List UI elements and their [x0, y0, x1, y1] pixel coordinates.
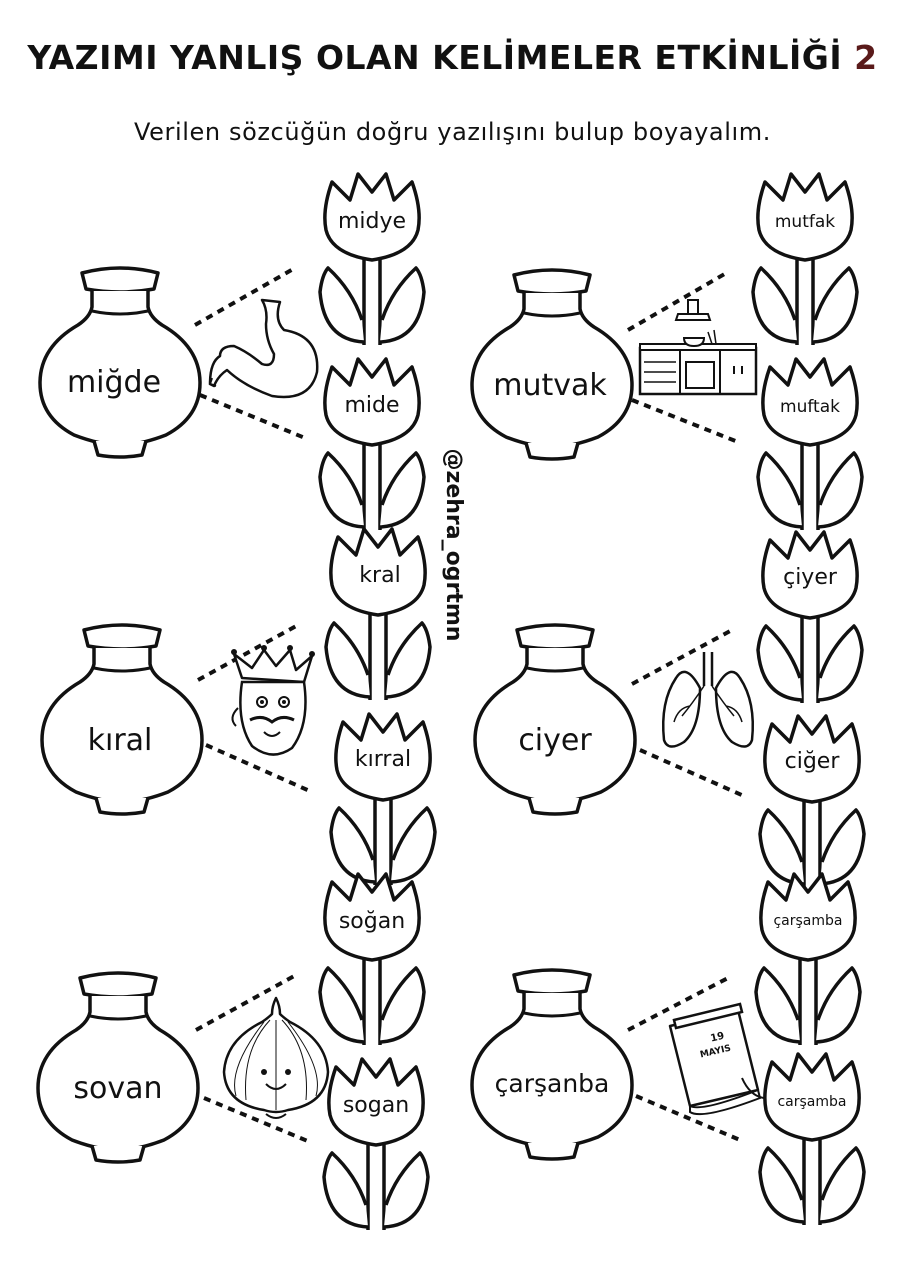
title-number: 2 — [854, 38, 878, 77]
vase-word: mutvak — [493, 368, 607, 403]
vase — [473, 623, 637, 816]
tulip-option[interactable] — [758, 1052, 866, 1227]
title-text: YAZIMI YANLIŞ OLAN KELİMELER ETKİNLİĞİ — [27, 38, 843, 77]
exercise-3: kıral kral kırral — [40, 527, 437, 887]
vase — [40, 623, 204, 816]
vase — [470, 268, 634, 461]
option-word: soğan — [339, 909, 405, 934]
exercise-2: mutvak mutfak muftak — [470, 172, 864, 532]
king-icon — [231, 645, 315, 756]
tulip-option[interactable] — [756, 530, 864, 705]
option-word: mide — [344, 393, 399, 418]
dashed-line — [197, 623, 299, 682]
dashed-line — [199, 393, 306, 440]
vase — [38, 266, 202, 459]
option-word: carşamba — [777, 1094, 846, 1110]
option-word: kırral — [355, 747, 411, 772]
kitchen-icon — [638, 299, 758, 396]
page-title: YAZIMI YANLIŞ OLAN KELİMELER ETKİNLİĞİ 2 — [0, 38, 905, 77]
exercise-6: çarşanba 19 MAYIS çarşamba carşamba — [470, 872, 866, 1227]
option-word: kral — [359, 563, 400, 588]
dashed-line — [631, 628, 733, 686]
vase — [36, 971, 200, 1164]
dashed-line — [639, 748, 745, 798]
tulip-option[interactable] — [318, 872, 426, 1047]
option-word: midye — [338, 209, 406, 234]
calendar-icon: 19 MAYIS — [668, 1002, 765, 1116]
tulip-option[interactable] — [756, 357, 864, 532]
instruction-text: Verilen sözcüğün doğru yazılışını bulup … — [134, 118, 771, 146]
tulip-option[interactable] — [318, 357, 426, 532]
tulip-option[interactable] — [751, 172, 859, 347]
onion-icon — [222, 996, 330, 1119]
vase-word: kıral — [88, 723, 153, 758]
tulip-option[interactable] — [322, 1057, 430, 1232]
dashed-line — [195, 973, 297, 1032]
tulip-option[interactable] — [318, 172, 426, 347]
option-word: çarşamba — [773, 913, 842, 929]
dashed-line — [205, 743, 313, 794]
tulip-option[interactable] — [758, 714, 866, 889]
tulip-option[interactable] — [324, 527, 432, 702]
option-word: muftak — [780, 397, 840, 417]
exercise-1: miğde midye mide — [38, 172, 426, 532]
option-word: ciğer — [785, 749, 841, 774]
vase — [470, 968, 634, 1161]
vase-word: miğde — [67, 365, 161, 400]
dashed-line — [627, 976, 729, 1032]
dashed-line — [626, 270, 730, 332]
stomach-icon — [208, 298, 319, 399]
exercise-4: ciyer çiyer ciğer — [473, 530, 866, 889]
dashed-line — [635, 1094, 741, 1142]
vase-word: sovan — [73, 1071, 162, 1106]
tulip-option[interactable] — [754, 872, 862, 1047]
lungs-icon — [661, 652, 755, 748]
exercise-5: sovan soğan sogan — [36, 872, 430, 1232]
calendar-day: 19 — [709, 1031, 725, 1045]
option-word: mutfak — [775, 212, 835, 232]
option-word: çiyer — [783, 565, 838, 590]
watermark-text: @zehra_ogrtmn — [441, 448, 466, 642]
tulip-option[interactable] — [329, 712, 437, 887]
option-word: sogan — [343, 1093, 409, 1118]
dashed-line — [194, 266, 296, 327]
vase-word: ciyer — [518, 723, 592, 758]
dashed-line — [631, 398, 739, 444]
dashed-line — [203, 1096, 311, 1144]
vase-word: çarşanba — [495, 1069, 610, 1098]
